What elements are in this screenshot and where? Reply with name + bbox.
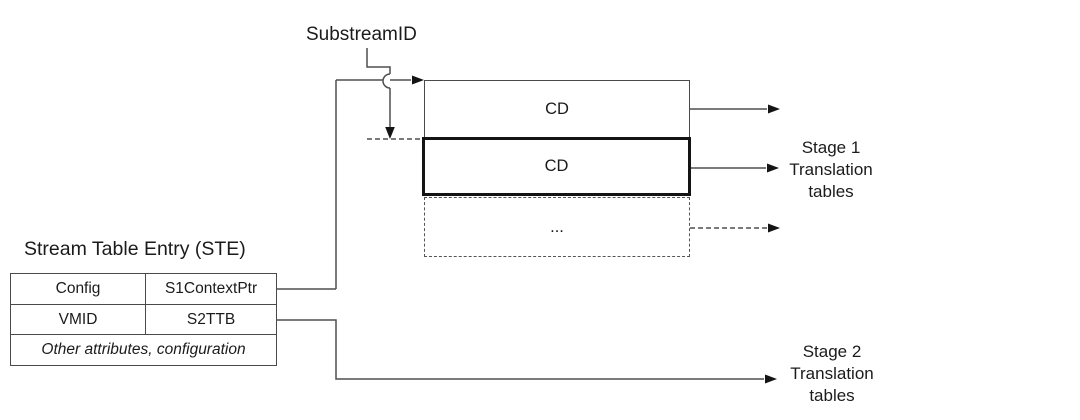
stage2-line: tables bbox=[809, 386, 855, 405]
ste-row-2: VMID S2TTB bbox=[11, 303, 276, 335]
line-hop-bridge bbox=[382, 73, 391, 89]
stage1-line: tables bbox=[808, 182, 854, 201]
stage2-line: Translation bbox=[790, 364, 874, 383]
stage1-translation-tables-label: Stage 1 Translation tables bbox=[769, 137, 893, 203]
stage2-arrowhead bbox=[765, 374, 777, 384]
cd-box-1: CD bbox=[424, 80, 690, 139]
cd-box-2-selected: CD bbox=[422, 137, 691, 196]
ste-row-other-attributes: Other attributes, configuration bbox=[11, 334, 276, 365]
stage1-line: Stage 1 bbox=[801, 138, 861, 157]
ste-row-1: Config S1ContextPtr bbox=[11, 274, 276, 304]
s1contextptr-to-cd-line bbox=[277, 79, 411, 290]
ste-cell-s2ttb: S2TTB bbox=[186, 310, 236, 328]
cd-label: CD bbox=[545, 100, 569, 118]
ste-cell-other-attributes: Other attributes, configuration bbox=[41, 341, 246, 359]
cd-box-ellipsis: ... bbox=[424, 197, 690, 257]
ste-cell-config: Config bbox=[11, 274, 147, 304]
cd-label: CD bbox=[544, 157, 569, 175]
stage2-translation-tables-label: Stage 2 Translation tables bbox=[770, 341, 894, 407]
substreamid-label: SubstreamID bbox=[306, 24, 417, 45]
ste-cell-s1contextptr: S1ContextPtr bbox=[164, 279, 258, 297]
substreamid-arrowhead bbox=[385, 127, 395, 139]
cd1-output-arrowhead bbox=[768, 104, 780, 114]
cd2-output-arrowhead bbox=[767, 163, 779, 173]
ste-title: Stream Table Entry (STE) bbox=[24, 238, 246, 260]
stage2-line: Stage 2 bbox=[802, 342, 862, 361]
ellipsis-output-arrowhead bbox=[768, 223, 780, 233]
ste-table: Config S1ContextPtr VMID S2TTB Other att… bbox=[10, 273, 277, 366]
cd-table-entry-arrowhead bbox=[412, 75, 424, 85]
substreamid-pointer-line bbox=[366, 48, 391, 74]
stage1-line: Translation bbox=[789, 160, 873, 179]
ste-cell-vmid: VMID bbox=[11, 304, 147, 335]
s2ttb-to-stage2-line bbox=[277, 319, 764, 380]
ellipsis-label: ... bbox=[550, 217, 564, 236]
